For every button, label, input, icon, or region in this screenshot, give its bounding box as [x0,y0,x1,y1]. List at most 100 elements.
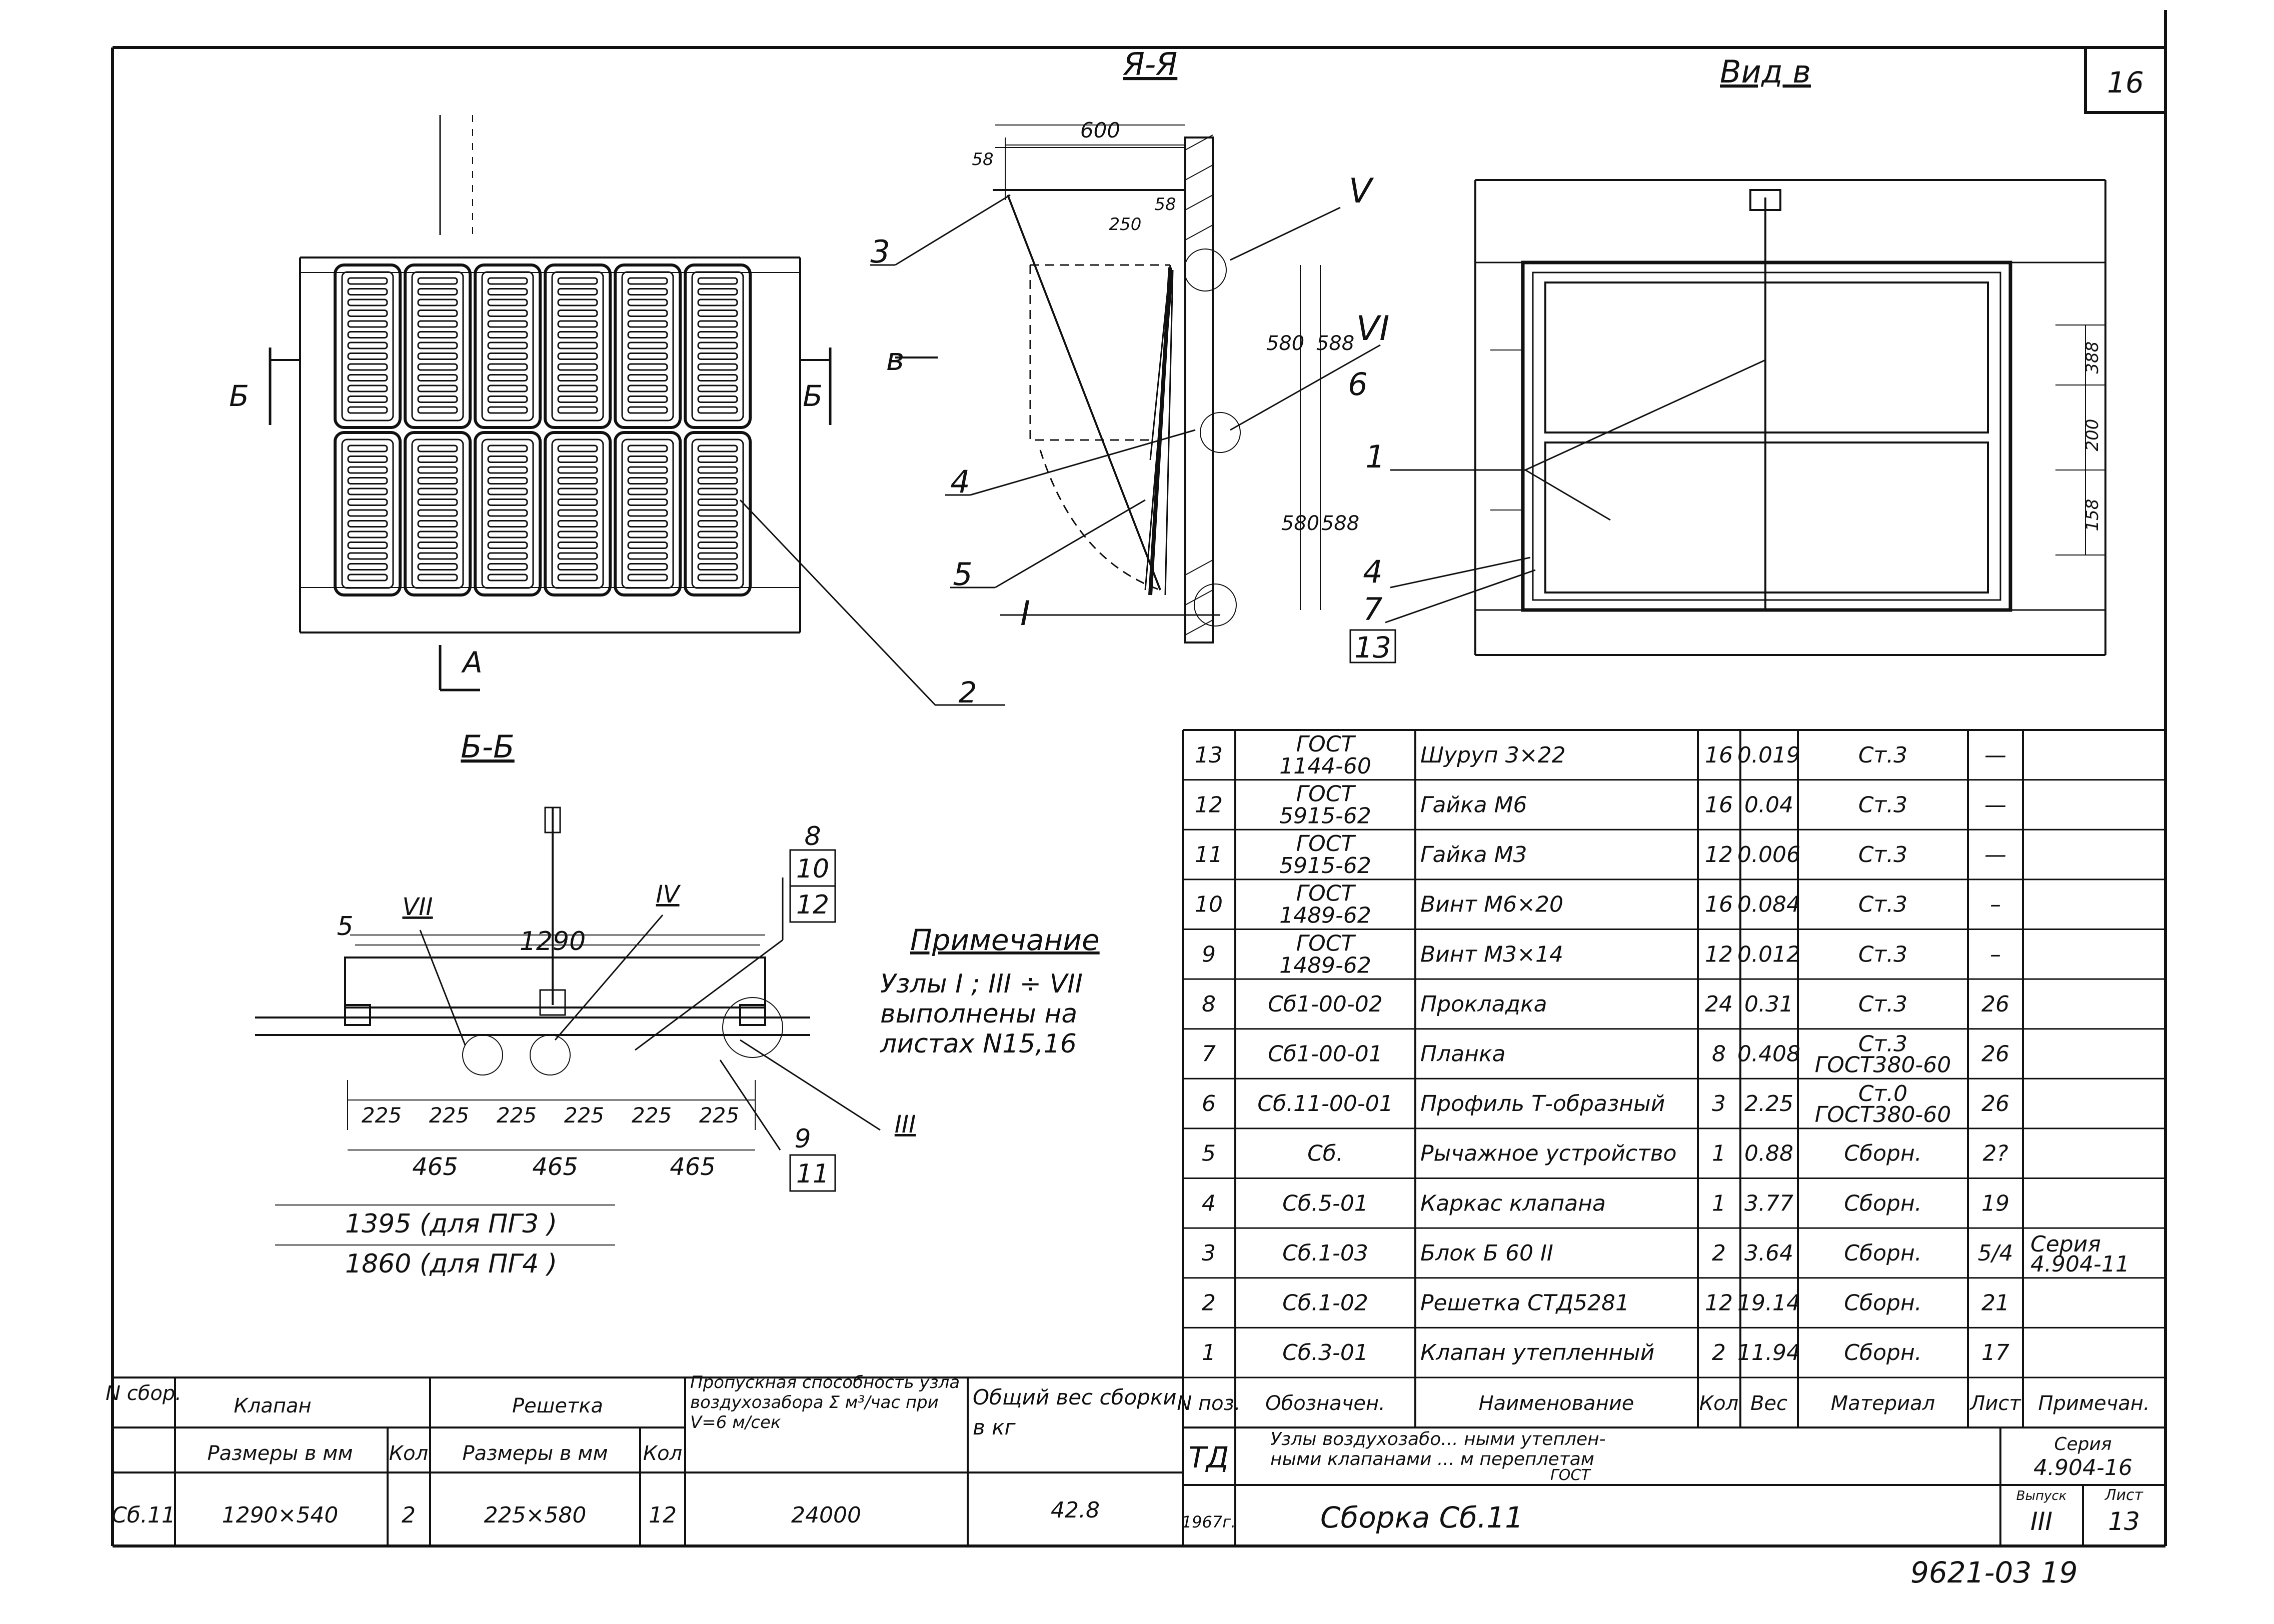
title-sheet: 13 [2108,1507,2140,1536]
grille-slat [417,456,458,463]
grille-slat [557,406,598,414]
spec-cell-qty: 16 [1705,892,1733,918]
spec-cell-sheet: 26 [1981,1042,2009,1067]
note-line-3: листах N15,16 [880,1029,1077,1059]
grille-slat [557,331,598,338]
grille-slat [557,488,598,496]
grille-slat [697,384,738,392]
grille [474,264,542,429]
spec-cell-name: Винт М6×20 [1420,892,1563,918]
grille-slat [347,384,388,392]
leader-5-bb-label: 5 [337,912,353,942]
spec-cell-material: Ст.3 [1858,842,1907,868]
grille-slat [487,310,528,317]
grille-slat [347,352,388,360]
cut-mark-right: Б [803,379,823,413]
spec-cell-pos: 11 [1195,842,1223,868]
spec-cell-sheet: — [1984,742,2006,768]
asm-header-valve-qty: Кол [389,1442,428,1465]
grille-slat [347,552,388,560]
title-block: ТД Узлы воздухозабо... ными утеплен- ным… [1182,1426,2165,1546]
spec-cell-material: Сборн. [1844,1190,1921,1216]
grille-slat [487,530,528,538]
header-mass: Вес [1750,1392,1787,1415]
grille [474,431,542,596]
grille-slat [417,563,458,570]
spec-cell-material: Сборн. [1844,1290,1921,1316]
dim-250: 250 [1109,214,1142,234]
grille [334,264,402,429]
grille-slat [697,331,738,338]
spec-cell-designation: ГОСТ [1296,781,1356,806]
leader-4-view-label: 4 [1363,554,1382,590]
grille-slat [417,298,458,306]
grille-slat [417,542,458,549]
grille-slat [627,498,668,506]
dim-588-b: 588 [1321,512,1359,535]
spec-cell-material: Ст.3 [1858,992,1907,1017]
grille-slat [697,363,738,371]
grille-slat [487,552,528,560]
dim-600: 600 [1080,118,1120,142]
grille-slat [417,552,458,560]
spec-cell-designation: 1489-62 [1279,903,1371,928]
spec-cell-sheet: – [1990,892,2001,918]
spec-cell-mass: 0.04 [1744,792,1793,818]
archive-number: 9621-03 19 [1910,1556,2078,1590]
spec-cell-mass: 0.012 [1737,942,1800,967]
grille-slat [697,488,738,496]
asm-cell-capacity: 24000 [791,1502,861,1528]
spec-cell-sheet: – [1990,942,2001,967]
spec-cell-qty: 12 [1705,942,1733,967]
grille-slat [417,288,458,296]
grille [614,431,682,596]
asm-header-weight-box: Общий вес сборки в кг [973,1385,1177,1440]
grille-slat [347,310,388,317]
spec-cell-qty: 16 [1705,792,1733,818]
dim-58-a: 58 [972,150,993,170]
title-series-label: Серия [2054,1434,2111,1454]
spec-cell-mass: 3.77 [1744,1190,1793,1216]
section-bb-title: Б-Б [461,728,514,765]
grille-slat [627,384,668,392]
spec-cell-pos: 5 [1202,1141,1216,1166]
grille-slat [697,456,738,463]
spec-cell-sheet: — [1984,792,2006,818]
grille-slat [347,342,388,350]
grille-slat [347,466,388,474]
leader-8-label: 8 [804,822,821,852]
spec-cell-qty: 1 [1712,1190,1726,1216]
grille-slat [347,488,388,496]
spec-cell-mass: 19.14 [1737,1290,1800,1316]
dim-225: 225 [362,1103,402,1128]
leader-13-label: 13 [1354,630,1391,664]
grille-slat [697,342,738,350]
spec-cell-qty: 12 [1705,842,1733,868]
grille-slat [417,488,458,496]
grille-slat [627,363,668,371]
spec-cell-mass: 3.64 [1744,1240,1793,1266]
grille-slat [557,352,598,360]
grille-slat [347,498,388,506]
grille-slat [417,352,458,360]
note-line-2: выполнены на [880,999,1077,1029]
sheet-frame [111,10,2167,1548]
spec-cell-name: Клапан утепленный [1420,1340,1654,1366]
spec-cell-designation: ГОСТ [1296,831,1356,856]
section-bb-boxes [789,849,836,1192]
spec-cell-qty: 12 [1705,1290,1733,1316]
spec-cell-designation: ГОСТ [1296,930,1356,956]
grille-slat [487,320,528,328]
grille-slat [347,320,388,328]
grille-slat [627,477,668,484]
grille-slat [557,509,598,517]
grille-slat [417,342,458,350]
spec-cell-name: Блок Б 60 II [1420,1240,1553,1266]
grille-slat [487,520,528,528]
grille-slat [697,466,738,474]
spec-cell-name: Гайка М3 [1420,842,1527,868]
asm-header-capacity-box: Пропускная способность узла воздухозабор… [690,1372,960,1432]
grille-slat [697,477,738,484]
spec-cell-pos: 12 [1195,792,1223,818]
spec-cell-designation: Сб.11-00-01 [1257,1091,1393,1116]
